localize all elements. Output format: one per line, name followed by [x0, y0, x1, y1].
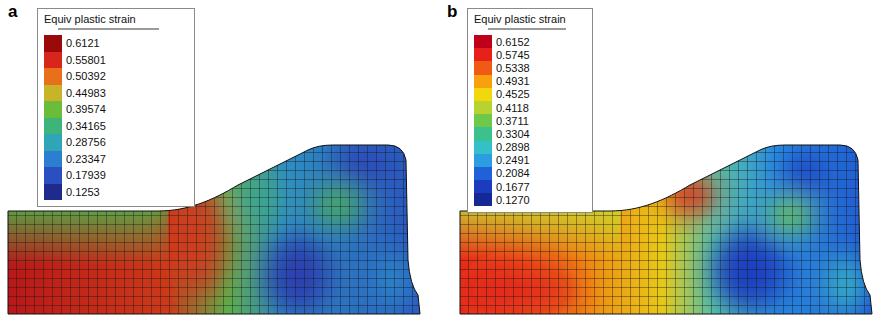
legend-row: 0.3711	[474, 114, 586, 127]
legend-value: 0.34165	[66, 120, 106, 132]
legend-value: 0.2898	[496, 141, 530, 153]
color-swatch	[474, 114, 492, 127]
legend-row: 0.34165	[44, 118, 188, 135]
legend-panel: Equiv plastic strain 0.6121 0.55801 0.50392…	[37, 8, 195, 207]
color-swatch	[474, 167, 492, 180]
legend-value: 0.5338	[496, 62, 530, 74]
legend-value: 0.4118	[496, 102, 529, 114]
color-swatch	[474, 154, 492, 167]
color-swatch	[44, 85, 62, 102]
legend-row: 0.50392	[44, 68, 188, 85]
legend-value: 0.1677	[496, 181, 530, 193]
legend-title: Equiv plastic strain	[474, 13, 586, 28]
color-swatch	[44, 134, 62, 151]
legend-row: 0.17939	[44, 167, 188, 184]
legend-value: 0.1253	[66, 186, 100, 198]
legend-row: 0.39574	[44, 101, 188, 118]
legend-value: 0.6121	[66, 37, 100, 49]
legend-row: 0.2491	[474, 154, 586, 167]
legend-row: 0.2084	[474, 167, 586, 180]
legend-value: 0.4931	[496, 75, 530, 87]
color-swatch	[474, 61, 492, 74]
legend-row: 0.3304	[474, 127, 586, 140]
legend-row: 0.6121	[44, 35, 188, 52]
legend-value: 0.5745	[496, 49, 530, 61]
legend-row: 0.4931	[474, 75, 586, 88]
color-swatch	[474, 127, 492, 140]
legend-value: 0.44983	[66, 87, 106, 99]
legend-value: 0.28756	[66, 136, 106, 148]
color-swatch	[44, 184, 62, 201]
color-swatch	[44, 151, 62, 168]
legend-row: 0.6152	[474, 35, 586, 48]
legend-row: 0.5338	[474, 61, 586, 74]
color-swatch	[474, 48, 492, 61]
legend-value: 0.2084	[496, 167, 530, 179]
legend-value: 0.23347	[66, 153, 106, 165]
color-swatch	[474, 141, 492, 154]
legend-row: 0.4118	[474, 101, 586, 114]
color-swatch	[44, 101, 62, 118]
legend-row: 0.55801	[44, 52, 188, 69]
legend-value: 0.17939	[66, 169, 106, 181]
legend-value: 0.6152	[496, 36, 530, 48]
legend-row: 0.1270	[474, 193, 586, 206]
legend-row: 0.44983	[44, 85, 188, 102]
legend-row: 0.23347	[44, 151, 188, 168]
legend-title: Equiv plastic strain	[44, 13, 188, 28]
title-underline	[488, 28, 566, 30]
color-swatch	[474, 180, 492, 193]
color-swatch	[44, 52, 62, 69]
legend-row: 0.5745	[474, 48, 586, 61]
legend-panel: Equiv plastic strain0.61520.57450.53380.…	[467, 8, 593, 213]
color-swatch	[44, 35, 62, 52]
color-swatch	[44, 167, 62, 184]
color-swatch	[474, 75, 492, 88]
color-swatch	[474, 101, 492, 114]
legend-value: 0.55801	[66, 54, 106, 66]
panel-letter: a	[8, 2, 17, 22]
legend-value: 0.4525	[496, 88, 530, 100]
legend-row: 0.4525	[474, 88, 586, 101]
legend-value: 0.3711	[496, 115, 529, 127]
legend-value: 0.1270	[496, 194, 530, 206]
color-swatch	[44, 68, 62, 85]
color-swatch	[474, 193, 492, 206]
legend-row: 0.28756	[44, 134, 188, 151]
color-swatch	[474, 88, 492, 101]
legend-value: 0.50392	[66, 70, 106, 82]
legend-value: 0.39574	[66, 103, 106, 115]
legend-row: 0.1253	[44, 184, 188, 201]
legend-value: 0.3304	[496, 128, 530, 140]
legend-row: 0.2898	[474, 141, 586, 154]
legend-row: 0.1677	[474, 180, 586, 193]
panel-letter: b	[447, 2, 457, 22]
title-underline	[58, 28, 159, 30]
color-swatch	[474, 35, 492, 48]
legend-value: 0.2491	[496, 154, 530, 166]
color-swatch	[44, 118, 62, 135]
